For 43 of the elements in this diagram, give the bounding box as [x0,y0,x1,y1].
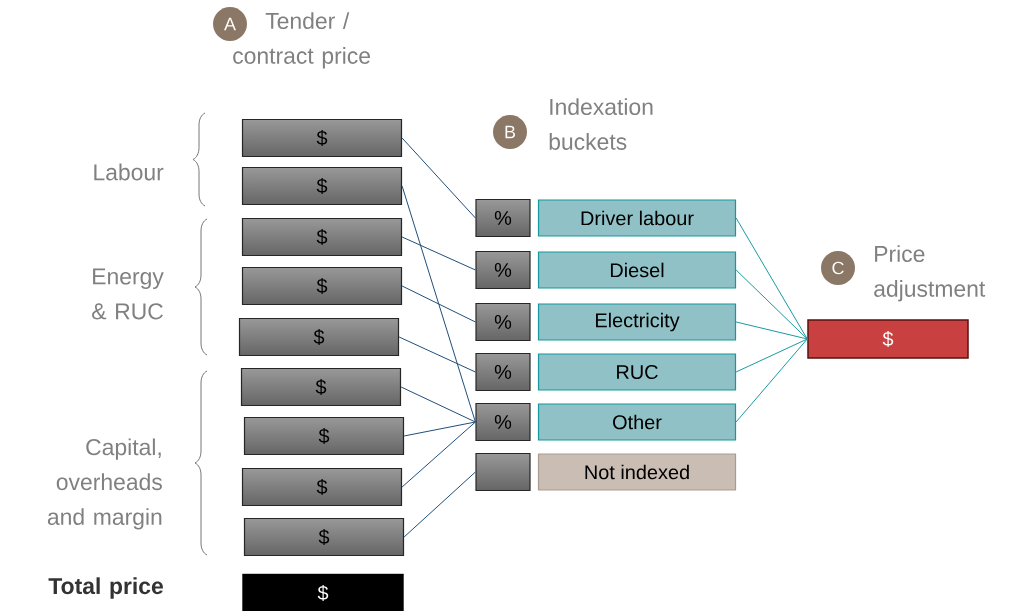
connector-line [401,236,476,271]
bucket-box: Electricity [537,303,737,341]
value-box: % [475,402,531,442]
total-box: $ [242,573,404,611]
bucket-box: RUC [537,353,737,391]
connector-line [735,269,808,340]
value-box: $ [241,266,403,306]
bucket-box: Other [537,403,737,441]
connector-line [400,386,476,423]
connector-line [735,217,808,340]
connector-line [401,285,476,323]
value-box: $ [241,467,403,507]
value-box: % [475,198,531,238]
connector-line [401,185,476,423]
group-label: Labour [94,163,164,181]
value-box: $ [240,367,402,407]
connector-line [398,336,476,373]
connector-line [401,421,476,488]
value-box: % [475,250,531,290]
value-box: $ [243,416,405,456]
heading-text: Price adjustment [874,245,986,302]
value-box: $ [238,317,400,357]
adjustment-box: $ [807,319,969,359]
value-box: $ [241,166,403,206]
heading-text: Indexation buckets [549,98,653,150]
value-box: % [475,352,531,392]
connector-line [401,137,476,219]
connector-line [735,338,808,373]
empty-box [475,452,531,492]
value-box: $ [241,217,403,257]
value-box: $ [241,118,403,158]
bucket-box: Not indexed [537,453,737,491]
connector-line [735,321,808,340]
value-box: $ [243,517,405,557]
bucket-box: Driver labour [537,199,737,237]
group-label: Capital, overheads and margin [47,438,162,530]
bucket-box: Diesel [537,251,737,289]
value-box: % [475,302,531,342]
connector-line [735,338,808,423]
group-label: Energy & RUC [92,268,164,320]
connector-line [403,421,476,437]
heading-text: Total price [48,577,163,599]
connector-line [403,471,476,538]
